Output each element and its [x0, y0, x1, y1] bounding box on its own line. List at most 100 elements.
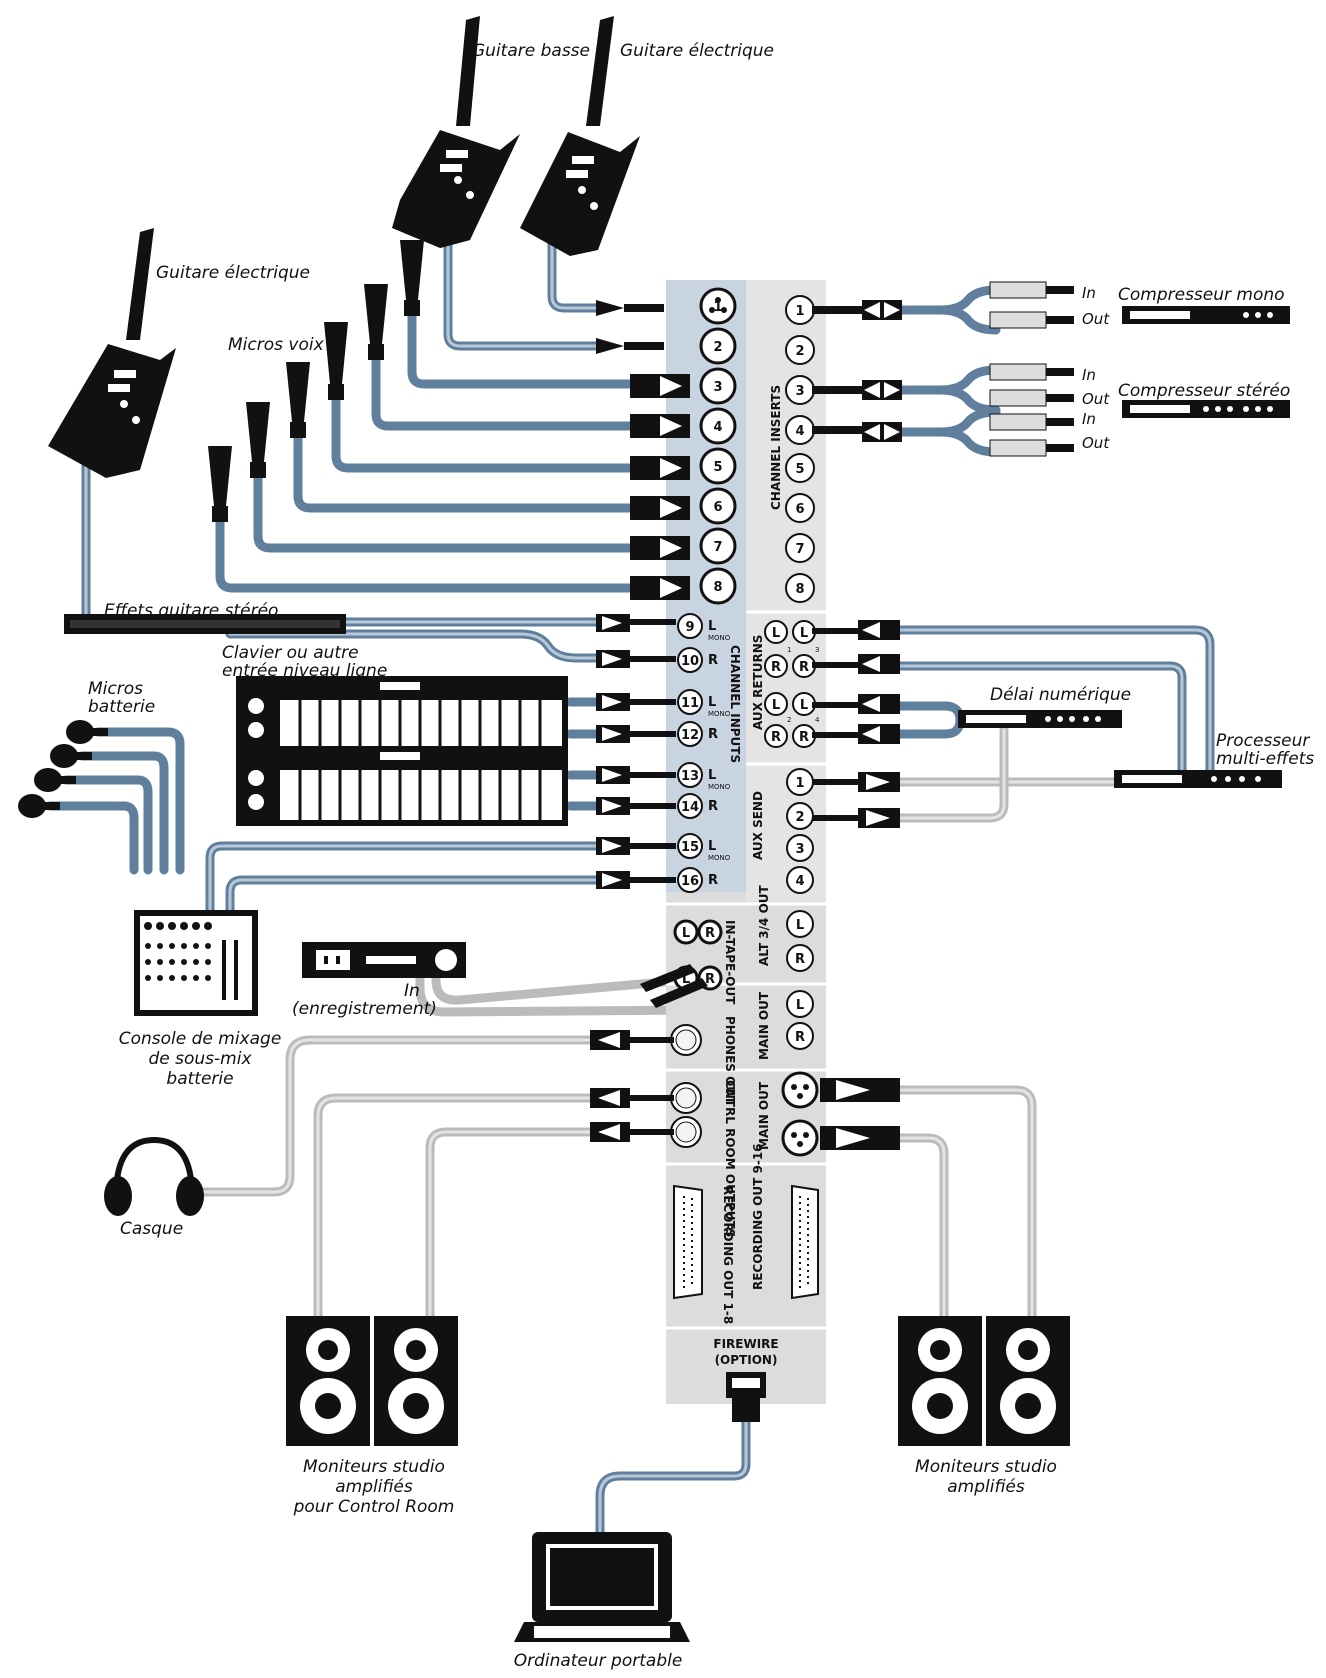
plug-line-13: [596, 766, 676, 784]
cable-ctrl-R: [425, 1127, 595, 1321]
line-input-jacks: 9 10 11 12 13 14 15 16 L R L R L R L R M…: [677, 613, 731, 893]
tape-in-L[interactable]: L: [673, 919, 699, 945]
firewire-label: FIREWIRE: [713, 1337, 778, 1351]
svg-text:14: 14: [681, 800, 699, 815]
svg-text:R: R: [705, 926, 715, 941]
line-jack-10[interactable]: 10: [677, 647, 703, 673]
svg-text:1: 1: [795, 304, 804, 319]
line-jack-16[interactable]: 16: [677, 867, 703, 893]
insert-jack-5[interactable]: 5: [785, 453, 815, 483]
line-jack-12[interactable]: 12: [677, 721, 703, 747]
phones-jack[interactable]: [670, 1024, 702, 1056]
mic-jack-2[interactable]: 2: [699, 327, 737, 365]
guitar-bass-icon: [392, 16, 520, 248]
aux-return-1-L[interactable]: L: [764, 620, 788, 644]
svg-text:R: R: [771, 730, 781, 745]
ctrl-room-R[interactable]: [670, 1116, 702, 1148]
label-moniteurs-cr-1: Moniteurs studio: [303, 1457, 445, 1477]
mic-jack-4[interactable]: 4: [699, 407, 737, 445]
aux-send-1[interactable]: 1: [786, 768, 814, 796]
channel-inputs-label: CHANNEL INPUTS: [728, 645, 742, 763]
svg-text:L: L: [682, 926, 690, 941]
main-out-trs-R[interactable]: R: [786, 1022, 814, 1050]
mic-input-jacks: 1 2 3 4 5 6 7 8: [699, 287, 737, 605]
svg-text:L: L: [800, 698, 808, 713]
insert-jack-4[interactable]: 4: [785, 415, 815, 445]
vocal-mic-6-icon: [208, 446, 232, 522]
svg-text:15: 15: [681, 840, 699, 855]
cable-mic-6: [215, 507, 635, 593]
insert-jack-2[interactable]: 2: [785, 335, 815, 365]
mic-jack-6[interactable]: 6: [699, 487, 737, 525]
main-out-label-2: MAIN OUT: [757, 1081, 771, 1150]
line-jack-15[interactable]: 15: [677, 833, 703, 859]
mic-jack-7[interactable]: 7: [699, 527, 737, 565]
keyboard-1-icon: [236, 676, 568, 756]
insert-jack-3[interactable]: 3: [785, 375, 815, 405]
svg-text:L: L: [796, 998, 804, 1013]
ctrl-room-L[interactable]: [670, 1082, 702, 1114]
svg-text:2: 2: [795, 810, 804, 825]
label-effets-guitare: Effets guitare stéréo: [104, 601, 278, 621]
monitor-cr-left-icon: [286, 1316, 370, 1446]
aux-return-4-R[interactable]: R: [792, 724, 816, 748]
line-9-L: L: [708, 619, 716, 634]
svg-text:R: R: [705, 972, 715, 987]
aux-return-2-R[interactable]: R: [764, 724, 788, 748]
svg-text:L: L: [682, 972, 690, 987]
cable-mic-5: [253, 465, 635, 553]
line-jack-14[interactable]: 14: [677, 793, 703, 819]
cable-mic-1: [407, 307, 635, 389]
headphones-icon: [104, 1136, 204, 1216]
guitar-electric-left-icon: [48, 228, 176, 478]
label-in-2: In: [1082, 366, 1096, 384]
label-recorder-in: In: [404, 981, 420, 1001]
main-out-trs-L[interactable]: L: [786, 990, 814, 1018]
cable-bass: [443, 235, 605, 351]
digital-delay-icon: [958, 710, 1122, 728]
plug-main-R: [820, 1126, 900, 1150]
aux-send-4[interactable]: 4: [786, 866, 814, 894]
aux-return-3-L[interactable]: L: [792, 620, 816, 644]
recording-out-2-connector[interactable]: [791, 1184, 819, 1300]
insert-jack-6[interactable]: 6: [785, 493, 815, 523]
mic-jack-1[interactable]: 1: [699, 287, 737, 325]
label-guitare-electrique-top: Guitare électrique: [620, 41, 774, 61]
monitor-main-left-icon: [898, 1316, 982, 1446]
alt-out-R[interactable]: R: [786, 944, 814, 972]
cable-firewire: [595, 1415, 751, 1545]
mic-jack-5[interactable]: 5: [699, 447, 737, 485]
label-guitare-electrique-left: Guitare électrique: [156, 263, 310, 283]
vocal-mic-5-icon: [246, 402, 270, 478]
aux-return-2-L[interactable]: L: [764, 692, 788, 716]
mic-jack-8[interactable]: 8: [699, 567, 737, 605]
aux-return-1-R[interactable]: R: [764, 654, 788, 678]
main-out-xlr-L[interactable]: [781, 1071, 819, 1109]
line-14-R: R: [708, 799, 718, 814]
line-jack-9[interactable]: 9: [677, 613, 703, 639]
insert-jack-8[interactable]: 8: [785, 573, 815, 603]
line-12-R: R: [708, 727, 718, 742]
aux-return-4-L[interactable]: L: [792, 692, 816, 716]
firewire-plug[interactable]: [726, 1372, 766, 1422]
aux-return-3-R[interactable]: R: [792, 654, 816, 678]
main-out-xlr-R[interactable]: [781, 1119, 819, 1157]
cable-main-L: [895, 1085, 1037, 1321]
mic-jack-3[interactable]: 3: [699, 367, 737, 405]
svg-text:3: 3: [795, 842, 804, 857]
line-jack-11[interactable]: 11: [677, 689, 703, 715]
recording-out-1-connector[interactable]: [673, 1184, 703, 1300]
plug-auxret-3: [812, 694, 900, 714]
line-13-L: L: [708, 768, 716, 783]
line-jack-13[interactable]: 13: [677, 762, 703, 788]
alt-out-L[interactable]: L: [786, 910, 814, 938]
aux-send-2[interactable]: 2: [786, 802, 814, 830]
plug-insert-3: [812, 380, 902, 400]
vocal-mics: [208, 240, 424, 522]
insert-jack-7[interactable]: 7: [785, 533, 815, 563]
insert-jack-1[interactable]: 1: [785, 295, 815, 325]
label-guitare-basse: Guitare basse: [472, 41, 590, 61]
channel-inserts-section: [746, 280, 826, 612]
tape-in-R[interactable]: R: [697, 919, 723, 945]
aux-send-3[interactable]: 3: [786, 834, 814, 862]
